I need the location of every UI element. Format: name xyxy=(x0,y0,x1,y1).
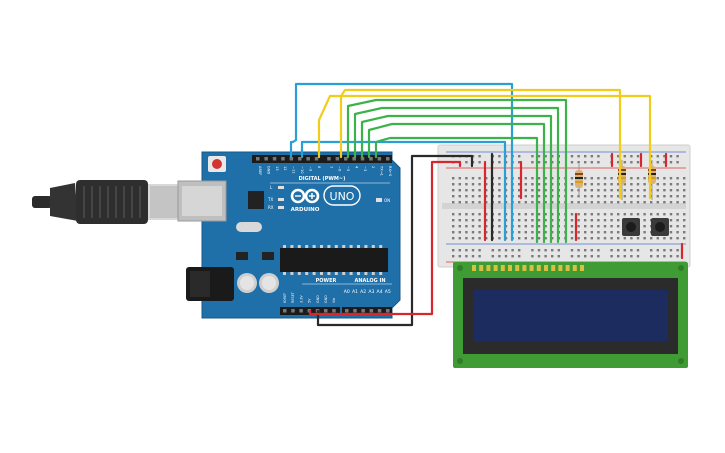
wire[interactable] xyxy=(346,98,568,244)
on-led xyxy=(376,198,382,202)
power-pin-label: GND xyxy=(316,295,320,303)
digital-pin-label: 7 xyxy=(329,166,333,168)
digital-pin-label: TX→1 xyxy=(380,165,384,176)
digital-pin-label: 12 xyxy=(283,166,287,171)
digital-pin-label: ~6 xyxy=(338,166,342,172)
analog-pin-label: A3 xyxy=(368,289,374,295)
power-label: POWER xyxy=(316,278,337,284)
digital-pin-label: RX←0 xyxy=(388,166,392,177)
pushbutton[interactable] xyxy=(622,218,640,236)
digital-pin-label: AREF xyxy=(258,166,262,175)
resistor[interactable] xyxy=(575,164,583,196)
digital-pin-label: ~3 xyxy=(363,166,367,171)
analog-pin-label: A4 xyxy=(377,289,383,295)
wire[interactable] xyxy=(308,160,462,316)
rx-label: RX xyxy=(268,205,274,210)
power-pin-label: Vin xyxy=(332,298,336,303)
wire[interactable] xyxy=(339,88,622,200)
wire[interactable] xyxy=(289,82,514,242)
wires[interactable] xyxy=(289,82,684,327)
analog-pin-label: A5 xyxy=(385,289,391,295)
power-jack xyxy=(186,267,234,301)
digital-header[interactable] xyxy=(252,155,392,163)
arduino-uno-board[interactable]: AREF GND 13 12 ~11 ~10 ~9 8 7 ~6 ~5 4 ~3 2 TX→1 RX←0 DI… xyxy=(177,151,401,319)
capacitor xyxy=(237,273,279,293)
brand-label: ARDUINO xyxy=(291,207,320,213)
digital-pin-label: ~5 xyxy=(346,166,350,171)
uno-logo: UNO xyxy=(323,185,361,206)
digital-pin-label: GND xyxy=(266,166,270,174)
lcd-screen xyxy=(473,290,668,342)
digital-pin-label: 2 xyxy=(371,166,375,168)
lcd-16x2[interactable] xyxy=(453,262,688,368)
wire[interactable] xyxy=(367,122,546,244)
digital-pin-label: 8 xyxy=(317,166,321,169)
analog-pin-label: A2 xyxy=(360,289,366,295)
reset-button-icon[interactable] xyxy=(208,156,226,172)
wire[interactable] xyxy=(300,140,507,242)
power-pin-label: 3.3V xyxy=(299,295,303,303)
usb-cable-icon xyxy=(32,180,188,224)
svg-text:UNO: UNO xyxy=(330,190,355,203)
digital-pin-label: ~9 xyxy=(308,166,312,172)
power-pin-labels: IOREF RESET 3.3V 5V GND GND Vin xyxy=(283,291,336,303)
wire[interactable] xyxy=(360,114,553,244)
power-pin-label: RESET xyxy=(291,291,295,303)
digital-pin-label: 13 xyxy=(275,166,279,171)
crystal-oscillator xyxy=(236,222,262,232)
wire[interactable] xyxy=(374,136,539,244)
analog-label: ANALOG IN xyxy=(354,278,385,284)
on-label: ON xyxy=(384,198,390,203)
wire[interactable] xyxy=(316,154,474,327)
l-label: L xyxy=(270,185,273,190)
atmega-chip xyxy=(280,245,388,275)
power-pin-label: IOREF xyxy=(283,293,287,303)
power-pin-label: GND xyxy=(324,295,328,303)
wire[interactable] xyxy=(353,106,560,244)
power-pin-label: 5V xyxy=(308,298,312,303)
digital-pin-label: 4 xyxy=(354,166,358,169)
digital-pin-label: ~10 xyxy=(300,166,304,174)
digital-label: DIGITAL (PWM~) xyxy=(299,176,346,182)
analog-pin-label: A1 xyxy=(352,289,358,295)
analog-pin-label: A0 xyxy=(344,289,350,295)
tx-label: TX xyxy=(267,197,273,202)
pushbutton[interactable] xyxy=(651,218,669,236)
wire[interactable] xyxy=(317,94,652,200)
infinity-logo-icon xyxy=(290,188,320,204)
digital-pin-label: ~11 xyxy=(292,166,296,174)
digital-pin-labels: AREF GND 13 12 ~11 ~10 ~9 8 7 ~6 ~5 4 ~3 2 TX→1 RX←0 xyxy=(258,165,392,177)
